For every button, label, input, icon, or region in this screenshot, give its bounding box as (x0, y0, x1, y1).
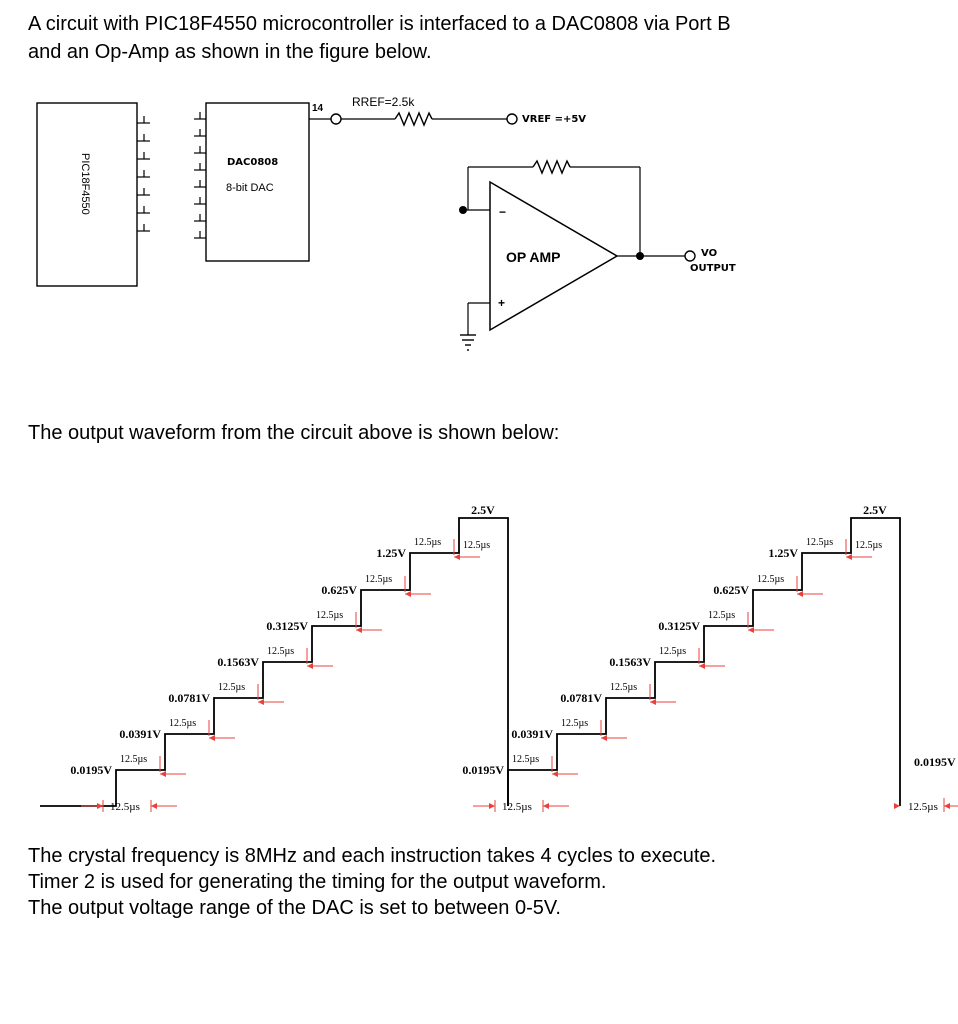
arrowhead (489, 803, 495, 809)
level-label: 0.1563V (217, 655, 259, 669)
arrowhead (356, 627, 362, 633)
level-label: 0.0781V (560, 691, 602, 705)
step-duration-label: 12.5µs (218, 682, 245, 693)
staircase-line (40, 517, 509, 807)
opamp-triangle (489, 180, 619, 332)
step-duration-label: 12.5µs (708, 610, 735, 621)
step-duration-label: 12.5µs (610, 682, 637, 693)
intro-line-2: and an Op-Amp as shown in the figure bel… (28, 41, 432, 63)
arrowhead (160, 771, 166, 777)
vref-label: VREF =+5V (522, 114, 586, 125)
level-label: 2.5V (471, 503, 495, 517)
level-label: 0.0391V (511, 727, 553, 741)
step-duration-label: 12.5µs (908, 801, 938, 813)
arrowhead (454, 554, 460, 560)
pin14-node (330, 113, 342, 125)
output-label: OUTPUT (690, 263, 736, 274)
rref-label: RREF=2.5k (352, 95, 415, 109)
opamp-minus: − (499, 205, 506, 219)
arrowhead (797, 591, 803, 597)
intro-line-1: A circuit with PIC18F4550 microcontrolle… (28, 13, 731, 35)
pic-pins (137, 116, 150, 232)
step-duration-label: 12.5µs (502, 801, 532, 813)
dac-desc: 8-bit DAC (226, 182, 274, 194)
step-duration-label: 12.5µs (267, 646, 294, 657)
arrowhead (97, 803, 103, 809)
step-duration-label: 12.5µs (463, 540, 490, 551)
junction-dots (459, 206, 644, 260)
feedback-resistor (532, 159, 571, 175)
level-label: 0.0781V (168, 691, 210, 705)
level-label: 2.5V (863, 503, 887, 517)
step-duration-label: 12.5µs (365, 574, 392, 585)
pic-label: PIC18F4550 (79, 153, 91, 215)
arrowhead (258, 699, 264, 705)
level-label: 0.1563V (609, 655, 651, 669)
arrowhead (307, 663, 313, 669)
output-node (684, 250, 696, 262)
pin14-label: 14 (312, 103, 324, 114)
dac-block (205, 102, 310, 262)
arrowhead (699, 663, 705, 669)
step-duration-label: 12.5µs (110, 801, 140, 813)
rref-resistor (394, 111, 433, 127)
note-line-2: Timer 2 is used for generating the timin… (28, 871, 607, 893)
arrowhead (650, 699, 656, 705)
level-label: 0.0391V (119, 727, 161, 741)
ground-symbol (460, 334, 476, 351)
step-duration-label: 12.5µs (855, 540, 882, 551)
arrowhead (846, 554, 852, 560)
arrowhead (405, 591, 411, 597)
step-duration-label: 12.5µs (806, 537, 833, 548)
arrowhead (543, 803, 549, 809)
step-duration-label: 12.5µs (414, 537, 441, 548)
arrowhead (209, 735, 215, 741)
arrowhead (552, 771, 558, 777)
end-level-label: 0.0195V (914, 755, 956, 769)
staircase-line (507, 517, 901, 806)
dac-name: DAC0808 (227, 157, 278, 168)
step-duration-label: 12.5µs (169, 718, 196, 729)
step-duration-label: 12.5µs (561, 718, 588, 729)
arrowhead (151, 803, 157, 809)
level-label: 0.0195V (462, 763, 504, 777)
opamp-label: OP AMP (506, 249, 560, 265)
step-duration-label: 12.5µs (316, 610, 343, 621)
level-label: 0.3125V (658, 619, 700, 633)
level-label: 0.625V (713, 583, 749, 597)
note-line-3: The output voltage range of the DAC is s… (28, 897, 561, 919)
level-label: 1.25V (376, 546, 406, 560)
waveform-caption: The output waveform from the circuit abo… (28, 422, 560, 444)
level-label: 0.3125V (266, 619, 308, 633)
opamp-plus: + (498, 296, 505, 310)
step-duration-label: 12.5µs (120, 754, 147, 765)
level-label: 1.25V (768, 546, 798, 560)
note-line-1: The crystal frequency is 8MHz and each i… (28, 845, 717, 867)
vref-node (506, 113, 518, 125)
arrowhead (944, 803, 950, 809)
level-label: 0.0195V (70, 763, 112, 777)
arrowhead (601, 735, 607, 741)
waveform: 12.5µs 0.0195V 12.5µs 0.0391V 12.5µs 0.0781V 1… (40, 503, 958, 813)
circuit (36, 102, 696, 351)
step-duration-label: 12.5µs (512, 754, 539, 765)
vo-label: VO (701, 248, 717, 259)
level-label: 0.625V (321, 583, 357, 597)
step-duration-label: 12.5µs (757, 574, 784, 585)
step-duration-label: 12.5µs (659, 646, 686, 657)
arrowhead (894, 803, 900, 809)
arrowhead (748, 627, 754, 633)
dac-pins (194, 112, 206, 239)
